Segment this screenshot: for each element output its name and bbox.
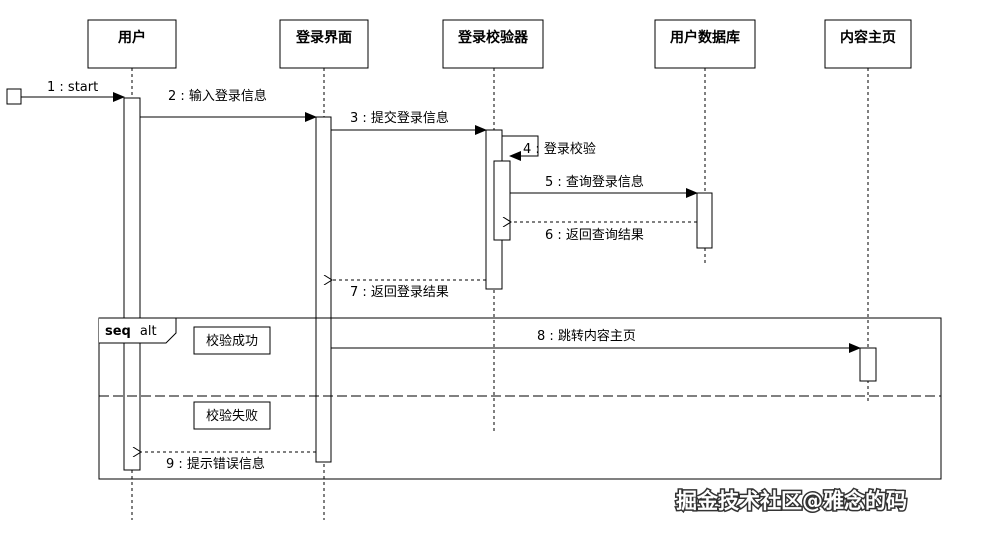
participant-validator: 登录校验器: [442, 19, 544, 69]
message-5-label: 5 : 查询登录信息: [545, 174, 644, 190]
participant-user-db: 用户数据库: [654, 19, 756, 69]
participant-login-ui-label: 登录界面: [295, 29, 352, 46]
message-7-label: 7 : 返回登录结果: [350, 285, 449, 300]
guard-failure: 校验失败: [193, 401, 271, 430]
alt-frame-operator: alt: [140, 324, 157, 339]
message-3-label: 3 : 提交登录信息: [350, 110, 449, 126]
alt-frame-border: [98, 317, 942, 480]
message-7: 7 : 返回登录结果: [332, 280, 486, 300]
message-9: 9 : 提示错误信息: [141, 452, 316, 472]
start-node: [6, 88, 22, 105]
alt-frame-label: seq alt: [105, 322, 157, 339]
watermark: 掘金技术社区@雅念的码: [676, 489, 907, 513]
message-1: 1 : start: [21, 80, 125, 102]
message-5: 5 : 查询登录信息: [510, 174, 698, 198]
activation-home: [859, 347, 877, 382]
message-9-label: 9 : 提示错误信息: [166, 456, 265, 472]
message-8-label: 8 : 跳转内容主页: [537, 328, 636, 344]
alt-frame-tab: [99, 317, 177, 344]
message-2: 2 : 输入登录信息: [140, 88, 317, 122]
guard-success: 校验成功: [193, 326, 271, 355]
message-4-label: 4 : 登录校验: [523, 141, 596, 157]
participant-user-db-label: 用户数据库: [670, 29, 740, 46]
participant-validator-label: 登录校验器: [457, 29, 529, 46]
message-4: 4 : 登录校验: [502, 135, 596, 161]
alt-frame: seq alt 校验成功 校验失败: [98, 317, 942, 480]
message-6-label: 6 : 返回查询结果: [545, 228, 644, 243]
alt-frame-keyword: seq: [105, 324, 131, 339]
activation-user: [123, 97, 141, 471]
activation-validator-nested: [493, 160, 511, 241]
guard-failure-label: 校验失败: [206, 408, 258, 424]
message-6: 6 : 返回查询结果: [511, 222, 697, 243]
participant-home: 内容主页: [824, 19, 912, 69]
participant-user: 用户: [87, 19, 177, 69]
message-3: 3 : 提交登录信息: [331, 110, 487, 135]
message-8: 8 : 跳转内容主页: [331, 328, 861, 353]
participant-home-label: 内容主页: [840, 29, 896, 46]
activation-login-ui: [315, 116, 332, 463]
participant-login-ui: 登录界面: [279, 19, 369, 69]
activation-bars: [123, 97, 877, 471]
message-1-label: 1 : start: [47, 80, 98, 95]
message-2-label: 2 : 输入登录信息: [168, 88, 267, 104]
activation-user-db: [696, 192, 713, 249]
participant-user-label: 用户: [118, 29, 146, 46]
guard-success-label: 校验成功: [206, 333, 258, 349]
